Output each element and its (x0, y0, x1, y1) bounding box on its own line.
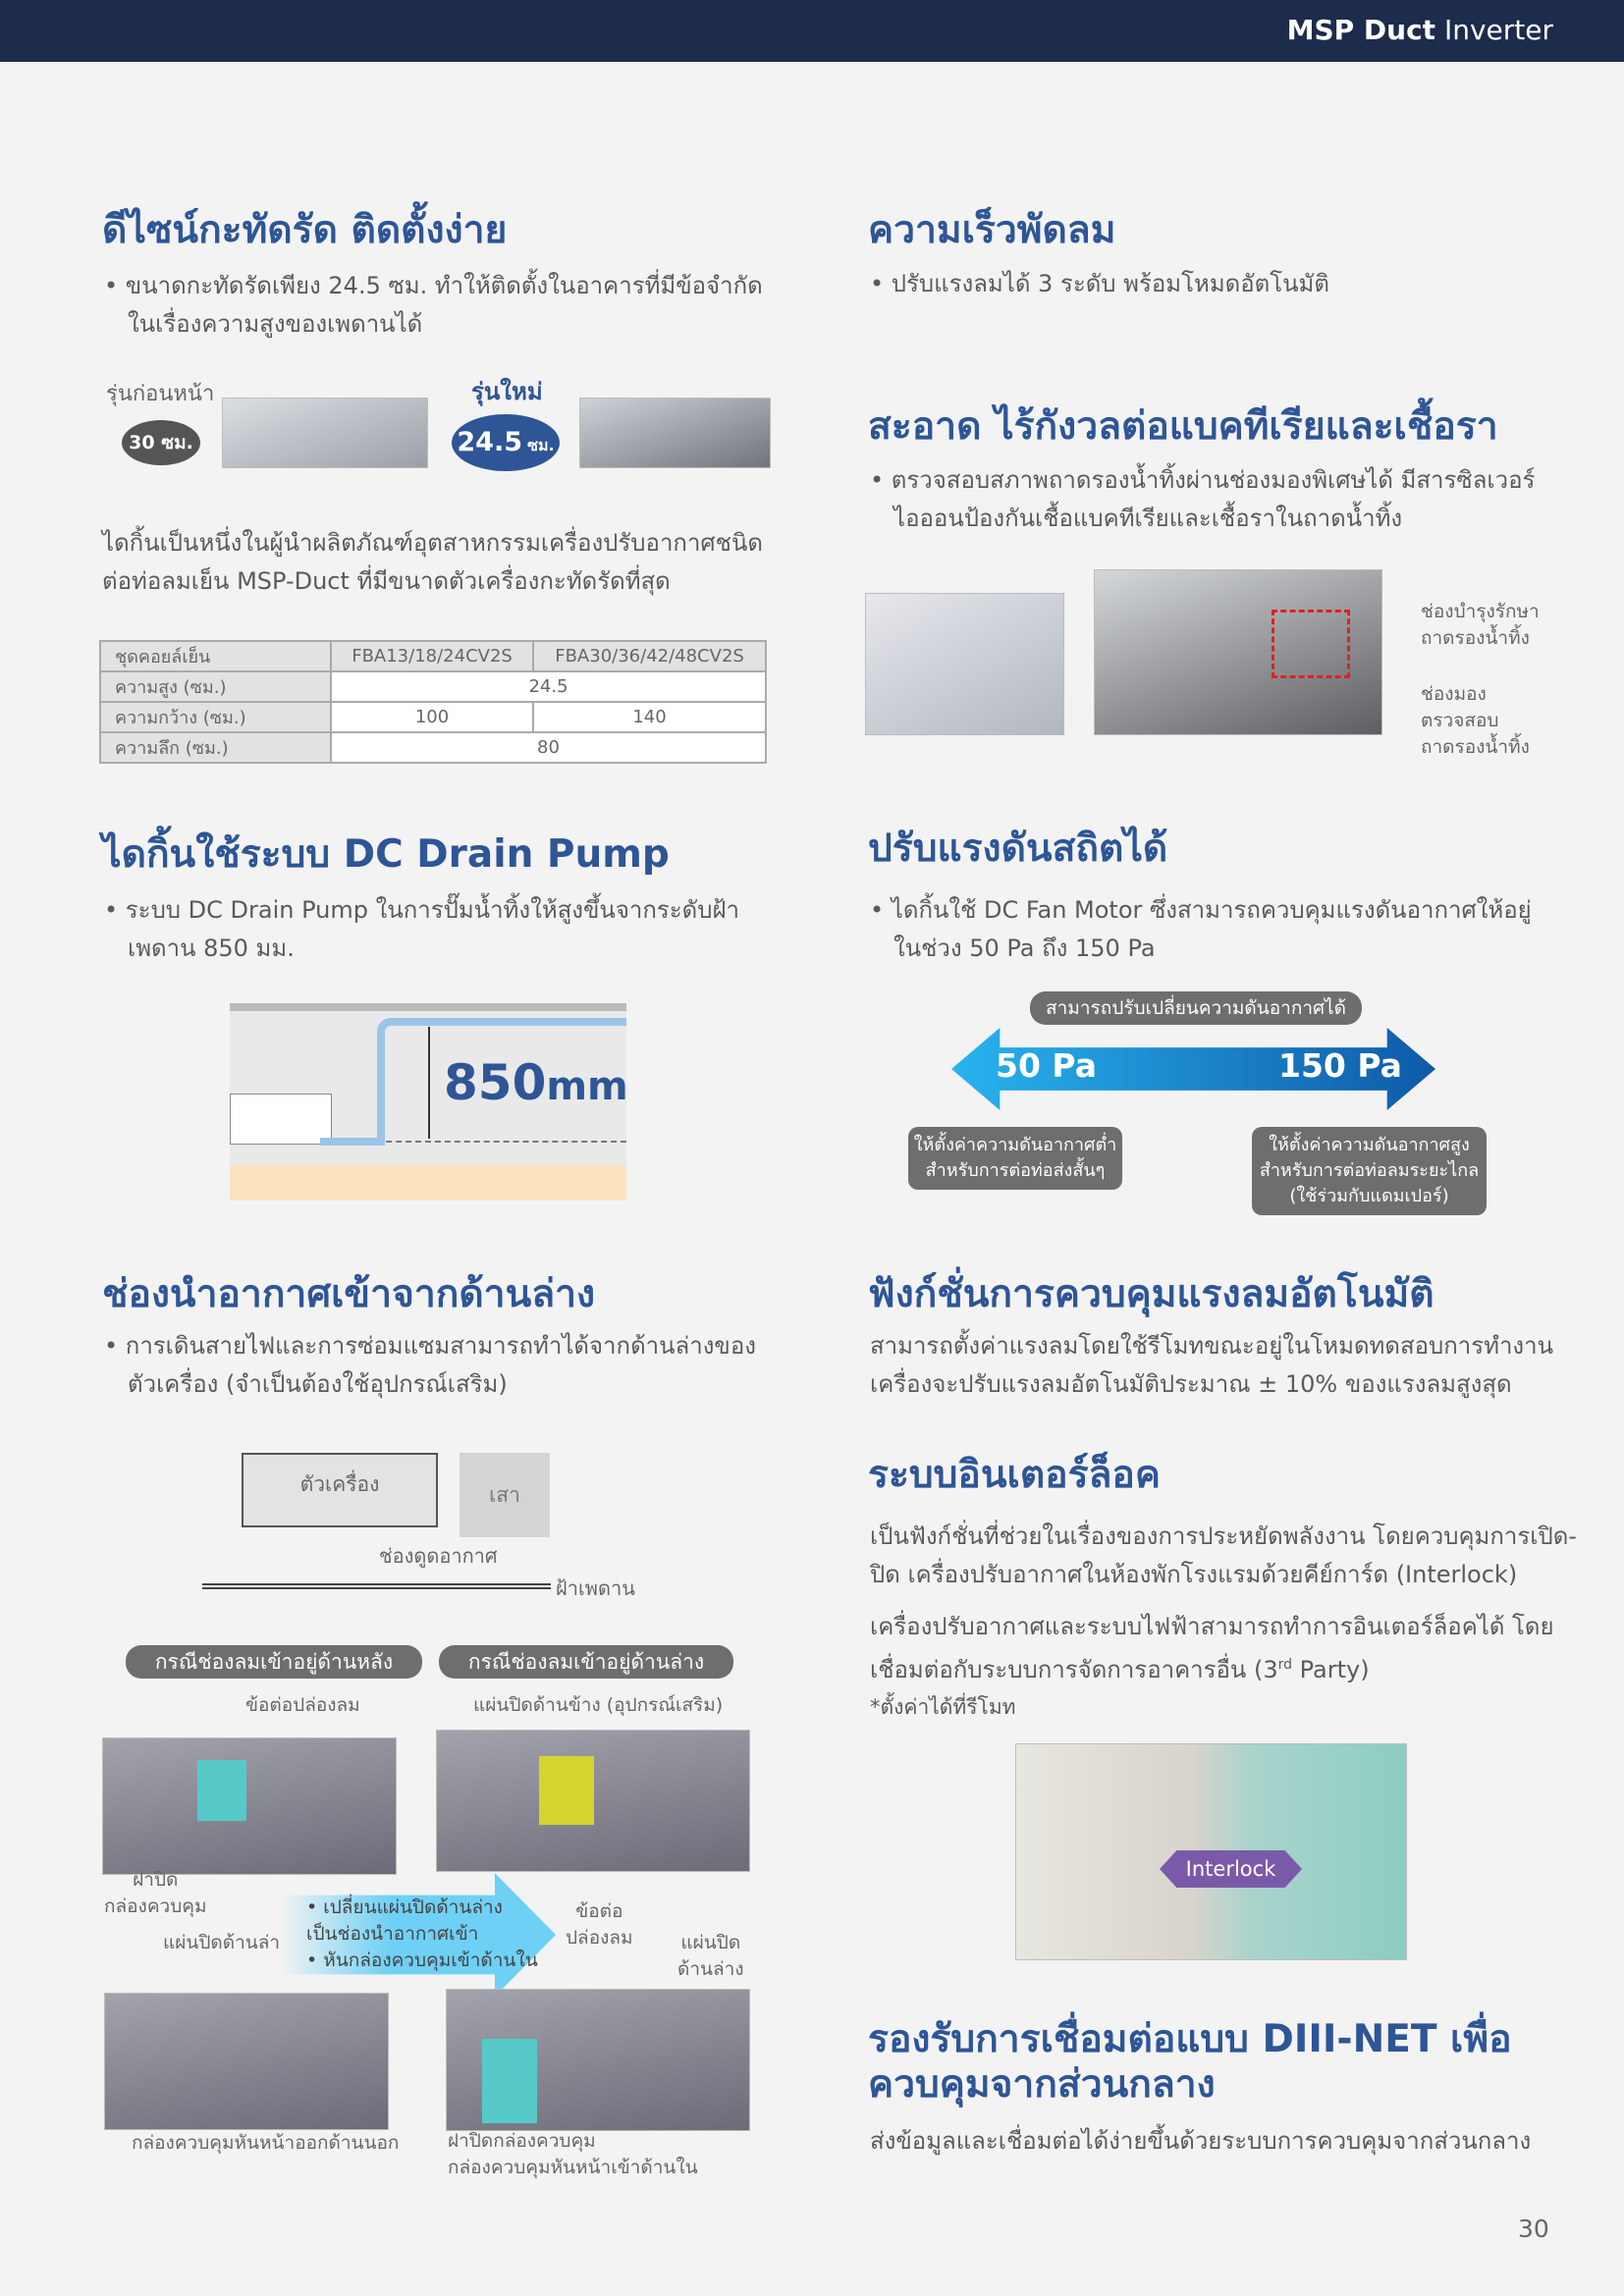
compact-bullet: • ขนาดกะทัดรัดเพียง 24.5 ซม. ทำให้ติดตั้… (104, 272, 763, 338)
fan-bullet: • ปรับแรงลมได้ 3 ระดับ พร้อมโหมดอัตโนมัต… (870, 270, 1329, 297)
auto-text: สามารถตั้งค่าแรงลมโดยใช้รีโมทขณะอยู่ในโห… (870, 1332, 1554, 1398)
low-pressure-note: ให้ตั้งค่าความดันอากาศต่ำ สำหรับการต่อท่… (908, 1127, 1122, 1190)
inspection-window-label: ช่องมอง ตรวจสอบ ถาดรองน้ำทิ้ง (1421, 683, 1530, 758)
old-unit-image (222, 398, 428, 468)
unit-bottom-intake-image (436, 1730, 750, 1872)
pressure-bullet: • ไดกิ้นใช้ DC Fan Motor ซึ่งสามารถควบคุ… (870, 896, 1532, 962)
heading-drain-pump: ไดกิ้นใช้ระบบ DC Drain Pump (102, 832, 670, 877)
unit-box-inward-image (446, 1989, 750, 2131)
pillar-box: เสา (460, 1453, 550, 1537)
ceiling-label: ฝ้าเพดาน (556, 1576, 635, 1600)
hotel-room-image: Interlock (1015, 1743, 1407, 1960)
high-pressure-value: 150 Pa (1278, 1046, 1402, 1085)
high-pressure-note: ให้ตั้งค่าความดันอากาศสูง สำหรับการต่อท่… (1252, 1127, 1487, 1215)
intake-diagram: ตัวเครื่อง เสา ช่องดูดอากาศ ฝ้าเพดาน (202, 1450, 644, 1600)
compact-paragraph: ไดกิ้นเป็นหนึ่งในผู้นำผลิตภัณฑ์อุตสาหกรร… (102, 529, 763, 595)
table-header: FBA30/36/42/48CV2S (532, 640, 767, 672)
table-row: ความสูง (ซม.)24.5 (99, 670, 767, 703)
page-number: 30 (1518, 2215, 1549, 2243)
heading-bottom-intake: ช่องนำอากาศเข้าจากด้านล่าง (102, 1272, 596, 1316)
header-title: MSP Duct Inverter (1286, 14, 1553, 46)
low-pressure-value: 50 Pa (996, 1046, 1097, 1085)
inlet-label: ช่องดูดอากาศ (379, 1544, 498, 1568)
unit-box-outward-image (104, 1993, 389, 2130)
new-height-badge: 24.5 ซม. (452, 414, 560, 471)
diii-net-text: ส่งข้อมูลและเชื่อมต่อได้ง่ายขึ้นด้วยระบบ… (870, 2127, 1532, 2155)
duct-joint-label: ข้อต่อปล่องลม (245, 1694, 360, 1716)
old-height-badge: 30 ซม. (122, 420, 200, 465)
bottom-panel-label: แผ่นปิดด้านล่าง (163, 1932, 290, 1953)
heading-fan-speed: ความเร็วพัดลม (868, 208, 1116, 252)
old-model-label: รุ่นก่อนหน้า (106, 382, 215, 406)
drain-pump-diagram: 850mm (230, 1003, 626, 1201)
case-bottom-pill: กรณีช่องลมเข้าอยู่ด้านล่าง (439, 1645, 733, 1679)
table-header: FBA13/18/24CV2S (329, 640, 535, 672)
heading-auto-airflow: ฟังก์ชั่นการควบคุมแรงลมอัตโนมัติ (868, 1272, 1435, 1316)
control-cover-label: ฝาปิด กล่องควบคุม (104, 1869, 207, 1917)
case-rear-pill: กรณีช่องลมเข้าอยู่ด้านหลัง (126, 1645, 422, 1679)
clean-bullet: • ตรวจสอบสภาพถาดรองน้ำทิ้งผ่านช่องมองพิเ… (870, 466, 1536, 532)
box-in-label: ฝาปิดกล่องควบคุม กล่องควบคุมหันหน้าเข้าด… (448, 2130, 698, 2178)
bottom-panel2-label: แผ่นปิด ด้านล่าง (677, 1932, 744, 1980)
heading-interlock: ระบบอินเตอร์ล็อค (868, 1453, 1161, 1497)
side-panel-label: แผ่นปิดด้านข้าง (อุปกรณ์เสริม) (473, 1694, 724, 1716)
pressure-pill: สามารถปรับเปลี่ยนความดันอากาศได้ (1030, 991, 1362, 1025)
new-unit-image (579, 398, 771, 468)
drain-height-label: 850mm (444, 1054, 626, 1111)
interlock-note: *ตั้งค่าได้ที่รีโมท (870, 1695, 1016, 1719)
heading-diii-net: รองรับการเชื่อมต่อแบบ DIII-NET เพื่อควบค… (868, 2017, 1512, 2107)
heading-clean: สะอาด ไร้กังวลต่อแบคทีเรียและเชื้อรา (868, 404, 1498, 449)
duct-joint2-label: ข้อต่อ ปล่องลม (566, 1900, 633, 1949)
drain-bullet: • ระบบ DC Drain Pump ในการปั๊มน้ำทิ้งให้… (104, 896, 740, 962)
box-out-label: กล่องควบคุมหันหน้าออกด้านนอก (132, 2132, 400, 2154)
maintenance-port-label: ช่องบำรุงรักษา ถาดรองน้ำทิ้ง (1421, 601, 1540, 649)
intake-bullet: • การเดินสายไฟและการซ่อมแซมสามารถทำได้จา… (104, 1332, 756, 1398)
interlock-badge: Interlock (1160, 1850, 1302, 1888)
heading-static-pressure: ปรับแรงดันสถิตได้ (868, 827, 1168, 871)
unit-box: ตัวเครื่อง (242, 1453, 438, 1527)
heading-compact: ดีไซน์กะทัดรัด ติดตั้งง่าย (102, 208, 508, 252)
drain-pan-photo (865, 593, 1064, 735)
unit-side-photo (1094, 569, 1382, 735)
table-row: ความลึก (ซม.)80 (99, 731, 767, 764)
interlock-p1: เป็นฟังก์ชั่นที่ช่วยในเรื่องของการประหยั… (870, 1522, 1577, 1588)
table-header: ชุดคอยล์เย็น (99, 640, 332, 672)
step1-text: • เปลี่ยนแผ่นปิดด้านล่าง เป็นช่องนำอากาศ… (306, 1896, 503, 1945)
header-bar: MSP Duct Inverter (0, 0, 1624, 62)
interlock-p2: เครื่องปรับอากาศและระบบไฟฟ้าสามารถทำการอ… (870, 1613, 1554, 1683)
unit-rear-intake-image (102, 1737, 397, 1875)
new-model-label: รุ่นใหม่ (471, 378, 543, 405)
step2-text: • หันกล่องควบคุมเข้าด้านใน (306, 1949, 538, 1971)
